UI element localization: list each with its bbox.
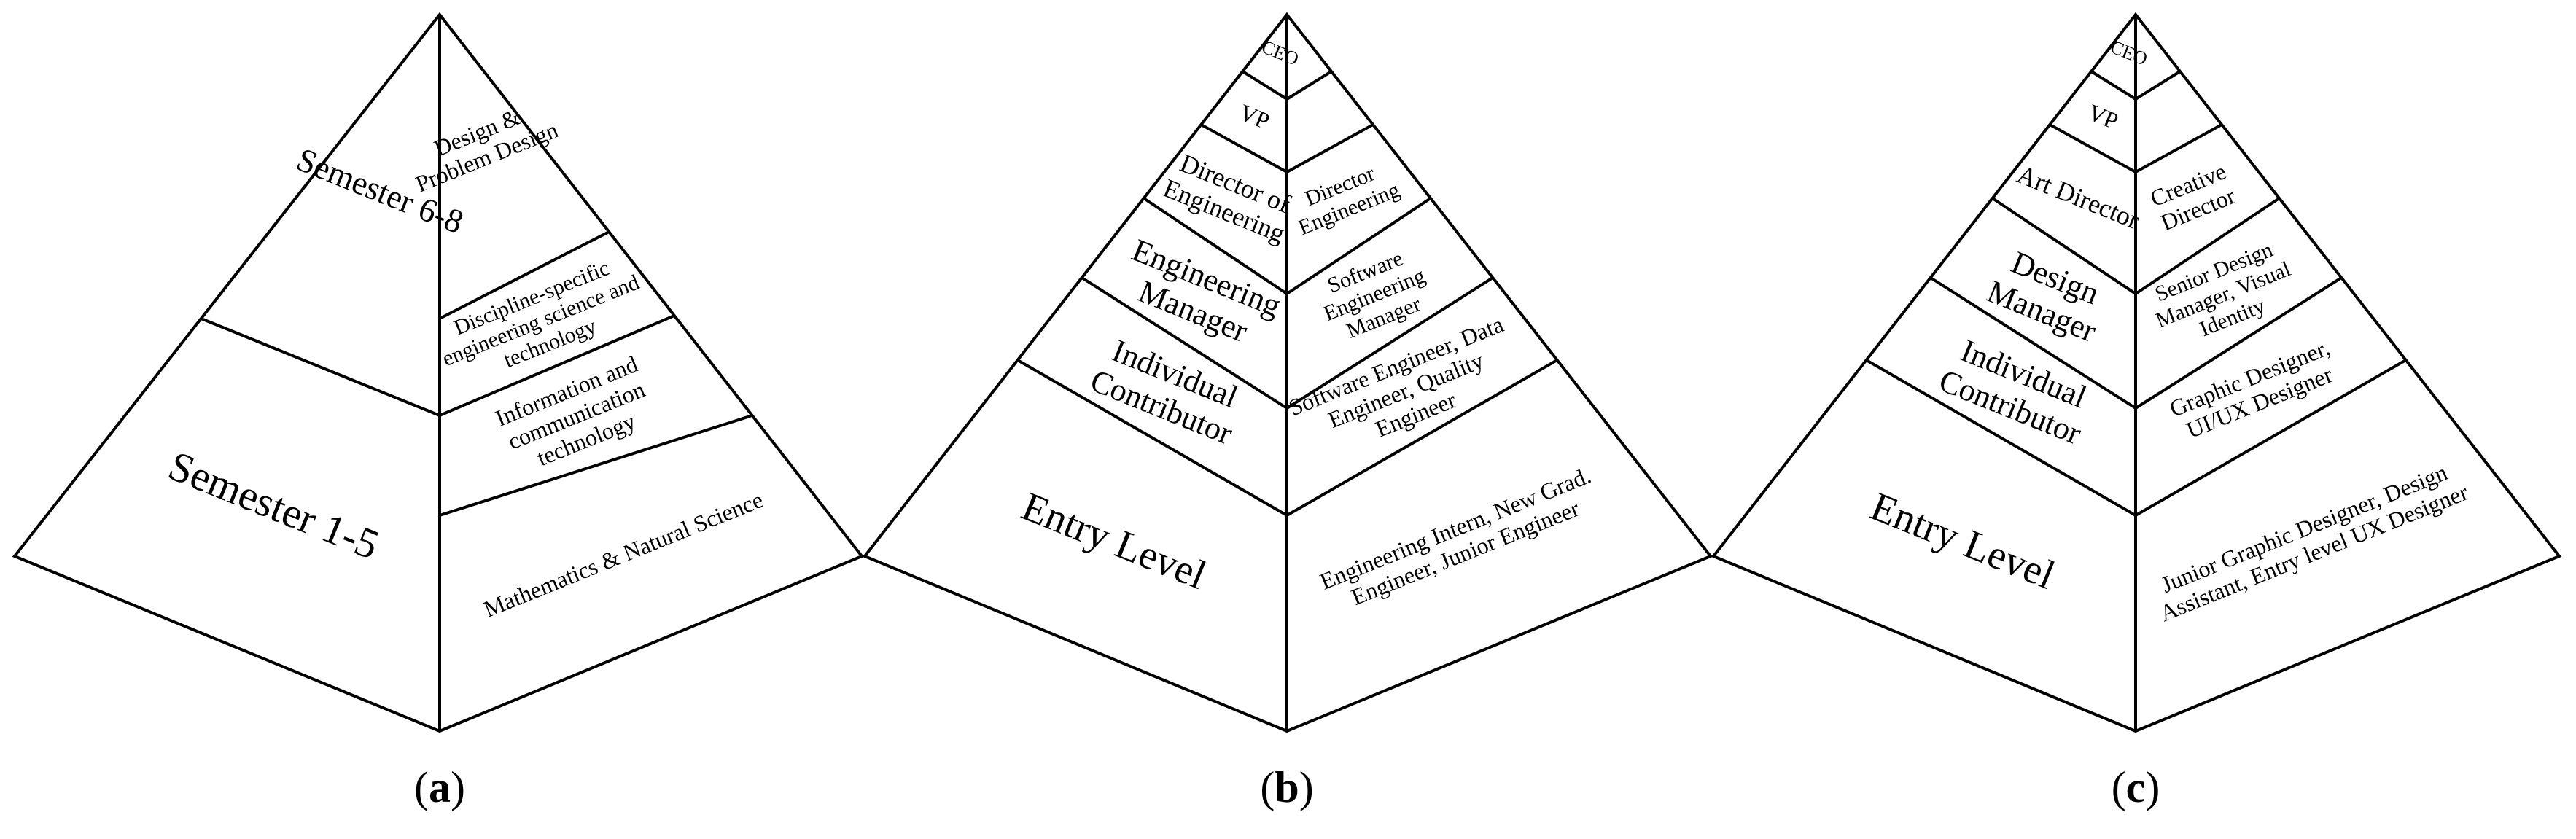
right-tier-label: Senior DesignManager, VisualIdentity bbox=[2143, 234, 2303, 355]
caption-letter: c bbox=[2126, 763, 2146, 811]
left-tier-label-line: VP bbox=[2085, 98, 2122, 134]
left-tier-divider bbox=[1991, 197, 2137, 295]
left-tier-label: VP bbox=[2085, 98, 2122, 134]
right-tier-divider bbox=[439, 414, 753, 517]
right-tier-label-line: Assistant, Entry level UX Designer bbox=[2156, 478, 2472, 626]
left-tier-divider bbox=[1200, 123, 1288, 173]
caption-paren: ) bbox=[1299, 763, 1314, 811]
left-tier-divider bbox=[2049, 123, 2136, 173]
left-tier-label-line: Semester 1-5 bbox=[162, 442, 386, 569]
right-tier-divider bbox=[1285, 197, 1432, 295]
left-tier-label: VP bbox=[1236, 98, 1273, 134]
right-tier-divider bbox=[2135, 123, 2223, 173]
left-tier-divider bbox=[1016, 359, 1288, 517]
left-tier-label: IndividualContributor bbox=[1086, 329, 1252, 451]
caption-paren: ) bbox=[451, 763, 465, 811]
left-tier-label: Entry Level bbox=[1016, 484, 1213, 598]
right-tier-label: Information andcommunicationtechnology bbox=[491, 351, 661, 480]
right-tier-divider bbox=[1285, 276, 1494, 410]
left-tier-label: CEO bbox=[2107, 36, 2150, 69]
right-tier-label: CreativeDirector bbox=[2147, 157, 2239, 235]
caption-paren: ( bbox=[1260, 763, 1275, 811]
right-tier-divider bbox=[2134, 197, 2281, 295]
left-tier-label: CEO bbox=[1258, 36, 1301, 69]
right-tier-divider bbox=[2134, 70, 2182, 101]
caption-c: (c) bbox=[2112, 763, 2160, 811]
right-tier-label: Mathematics & Natural Science bbox=[480, 486, 766, 623]
left-tier-label-line: CEO bbox=[1258, 36, 1301, 69]
right-tier-divider bbox=[1286, 359, 1558, 517]
left-tier-label: Semester 1-5 bbox=[162, 442, 386, 569]
caption-letter: b bbox=[1275, 763, 1299, 811]
right-tier-label: Graphic Designer,UI/UX Designer bbox=[2166, 334, 2343, 446]
caption-letter: a bbox=[429, 763, 451, 811]
left-tier-divider bbox=[201, 317, 440, 417]
left-tier-label-line: Entry Level bbox=[1864, 484, 2061, 598]
left-tier-label: EngineeringManager bbox=[1113, 232, 1285, 357]
caption-paren: ) bbox=[2145, 763, 2160, 811]
left-tier-label: IndividualContributor bbox=[1934, 329, 2101, 451]
right-tier-divider bbox=[1285, 70, 1333, 101]
left-tier-divider bbox=[1143, 197, 1288, 295]
right-tier-divider bbox=[439, 230, 610, 320]
caption-paren: ( bbox=[2112, 763, 2126, 811]
right-tier-label: SoftwareEngineeringManager bbox=[1311, 241, 1437, 348]
pyramid-b: CEO VP Director ofEngineeringEngineeringMa… bbox=[862, 12, 1713, 811]
right-tier-label-line: Mathematics & Natural Science bbox=[480, 486, 766, 623]
right-tier-divider bbox=[2134, 276, 2343, 410]
left-tier-divider bbox=[1081, 276, 1288, 410]
left-tier-label: Entry Level bbox=[1864, 484, 2061, 598]
left-tier-label: DesignManager bbox=[1982, 240, 2115, 349]
left-tier-divider bbox=[1242, 70, 1288, 101]
caption-b: (b) bbox=[1260, 763, 1313, 811]
left-tier-label-line: VP bbox=[1236, 98, 1273, 134]
right-tier-divider bbox=[2135, 359, 2407, 517]
caption-a: (a) bbox=[414, 763, 465, 811]
left-tier-label-line: CEO bbox=[2107, 36, 2150, 69]
right-tier-label: Engineering Intern, New Grad.Engineer, J… bbox=[1316, 462, 1604, 619]
left-tier-label-line: Entry Level bbox=[1016, 484, 1213, 598]
left-tier-divider bbox=[1929, 276, 2137, 410]
right-tier-divider bbox=[439, 314, 675, 417]
left-tier-divider bbox=[2090, 70, 2137, 101]
left-tier-divider bbox=[1865, 359, 2136, 517]
caption-paren: ( bbox=[414, 763, 429, 811]
right-tier-divider bbox=[1286, 123, 1374, 173]
right-tier-label: Design &Problem Design bbox=[402, 92, 561, 197]
left-tier-label: Director ofEngineering bbox=[1159, 146, 1300, 248]
